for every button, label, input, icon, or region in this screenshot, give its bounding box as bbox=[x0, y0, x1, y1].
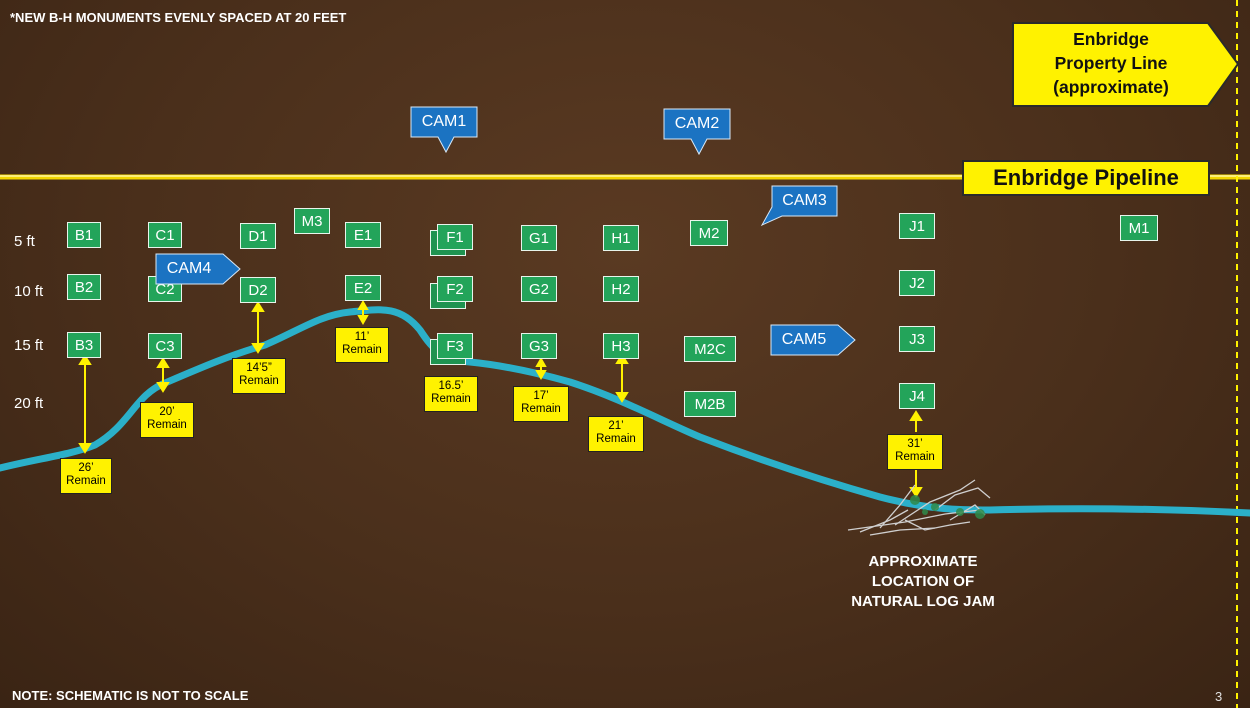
pipeline-label: Enbridge Pipeline bbox=[962, 160, 1210, 196]
camera-cam1-label: CAM1 bbox=[421, 113, 467, 130]
distance-arrows bbox=[78, 299, 923, 498]
depth-label-10ft: 10 ft bbox=[14, 283, 44, 300]
remain-d-word: Remain bbox=[239, 375, 279, 387]
log-jam-line-2: LOCATION OF bbox=[871, 573, 975, 590]
camera-cam5-shape bbox=[770, 324, 856, 356]
camera-cam3-shape bbox=[760, 185, 838, 227]
remain-label-j: 31’ Remain bbox=[887, 434, 943, 470]
remain-g-distance: 17’ bbox=[533, 390, 549, 402]
remain-j-distance: 31’ bbox=[907, 438, 923, 450]
depth-label-15ft: 15 ft bbox=[14, 337, 44, 354]
camera-cam1-shape bbox=[410, 106, 478, 154]
bottom-note: NOTE: SCHEMATIC IS NOT TO SCALE bbox=[12, 688, 249, 703]
remain-g-word: Remain bbox=[521, 403, 561, 415]
monument-j1: J1 bbox=[899, 213, 935, 239]
monument-j2: J2 bbox=[899, 270, 935, 296]
monument-b2: B2 bbox=[67, 274, 101, 300]
monument-m2c: M2C bbox=[684, 336, 736, 362]
remain-label-b: 26’ Remain bbox=[60, 458, 112, 494]
log-jam-line-3: NATURAL LOG JAM bbox=[851, 593, 995, 610]
monument-g3: G3 bbox=[521, 333, 557, 359]
remain-c-distance: 20’ bbox=[159, 406, 175, 418]
top-note: *NEW B-H MONUMENTS EVENLY SPACED AT 20 F… bbox=[10, 10, 347, 25]
monument-c1: C1 bbox=[148, 222, 182, 248]
monument-d2: D2 bbox=[240, 277, 276, 303]
remain-label-f: 16.5’ Remain bbox=[424, 376, 478, 412]
monument-m2: M2 bbox=[690, 220, 728, 246]
log-jam-foliage bbox=[910, 495, 985, 519]
remain-e-distance: 11’ bbox=[354, 331, 370, 343]
remain-d-distance: 14’5” bbox=[246, 362, 272, 374]
monument-m3: M3 bbox=[294, 208, 330, 234]
monument-h3: H3 bbox=[603, 333, 639, 359]
monument-m1: M1 bbox=[1120, 215, 1158, 241]
monument-b1: B1 bbox=[67, 222, 101, 248]
depth-label-5ft: 5 ft bbox=[14, 233, 35, 250]
camera-cam4: CAM4 bbox=[155, 253, 241, 285]
monument-j4: J4 bbox=[899, 383, 935, 409]
remain-c-word: Remain bbox=[147, 419, 187, 431]
property-line-label-1: Enbridge bbox=[1073, 29, 1149, 49]
remain-b-word: Remain bbox=[66, 475, 106, 487]
camera-cam2-shape bbox=[663, 108, 731, 156]
remain-label-g: 17’ Remain bbox=[513, 386, 569, 422]
remain-f-distance: 16.5’ bbox=[438, 380, 464, 392]
monument-m2b: M2B bbox=[684, 391, 736, 417]
property-line-callout: Enbridge Property Line (approximate) bbox=[1012, 22, 1240, 107]
page-number: 3 bbox=[1215, 689, 1223, 704]
monument-c3: C3 bbox=[148, 333, 182, 359]
log-jam-label: APPROXIMATE LOCATION OF NATURAL LOG JAM bbox=[828, 552, 1018, 612]
monument-e1: E1 bbox=[345, 222, 381, 248]
camera-cam2: CAM2 bbox=[663, 108, 731, 156]
depth-label-20ft: 20 ft bbox=[14, 395, 44, 412]
camera-cam4-label: CAM4 bbox=[166, 260, 212, 277]
remain-b-distance: 26’ bbox=[78, 462, 94, 474]
monument-d1: D1 bbox=[240, 223, 276, 249]
monument-j3: J3 bbox=[899, 326, 935, 352]
remain-label-d: 14’5” Remain bbox=[232, 358, 286, 394]
monument-g1: G1 bbox=[521, 225, 557, 251]
monument-g2: G2 bbox=[521, 276, 557, 302]
remain-label-h: 21’ Remain bbox=[588, 416, 644, 452]
monument-b3: B3 bbox=[67, 332, 101, 358]
camera-cam1: CAM1 bbox=[410, 106, 478, 154]
remain-h-word: Remain bbox=[596, 433, 636, 445]
monument-f2: F2 bbox=[437, 276, 473, 302]
camera-cam5-label: CAM5 bbox=[781, 331, 827, 348]
camera-cam3-label: CAM3 bbox=[782, 192, 827, 209]
monument-h1: H1 bbox=[603, 225, 639, 251]
camera-cam2-label: CAM2 bbox=[674, 115, 720, 132]
camera-cam5: CAM5 bbox=[770, 324, 856, 356]
remain-label-e: 11’ Remain bbox=[335, 327, 389, 363]
remain-j-word: Remain bbox=[895, 451, 935, 463]
remain-f-word: Remain bbox=[431, 393, 471, 405]
property-line-callout-shape bbox=[1012, 22, 1240, 107]
camera-cam4-shape bbox=[155, 253, 241, 285]
camera-cam3: CAM3 bbox=[760, 185, 838, 227]
property-line-label-2: Property Line bbox=[1054, 53, 1168, 73]
remain-h-distance: 21’ bbox=[608, 420, 624, 432]
remain-e-word: Remain bbox=[342, 344, 382, 356]
property-line-label-3: (approximate) bbox=[1053, 77, 1169, 97]
monument-h2: H2 bbox=[603, 276, 639, 302]
monument-e2: E2 bbox=[345, 275, 381, 301]
log-jam-line-1: APPROXIMATE bbox=[868, 553, 978, 570]
monument-f3: F3 bbox=[437, 333, 473, 359]
remain-label-c: 20’ Remain bbox=[140, 402, 194, 438]
monument-f1: F1 bbox=[437, 224, 473, 250]
